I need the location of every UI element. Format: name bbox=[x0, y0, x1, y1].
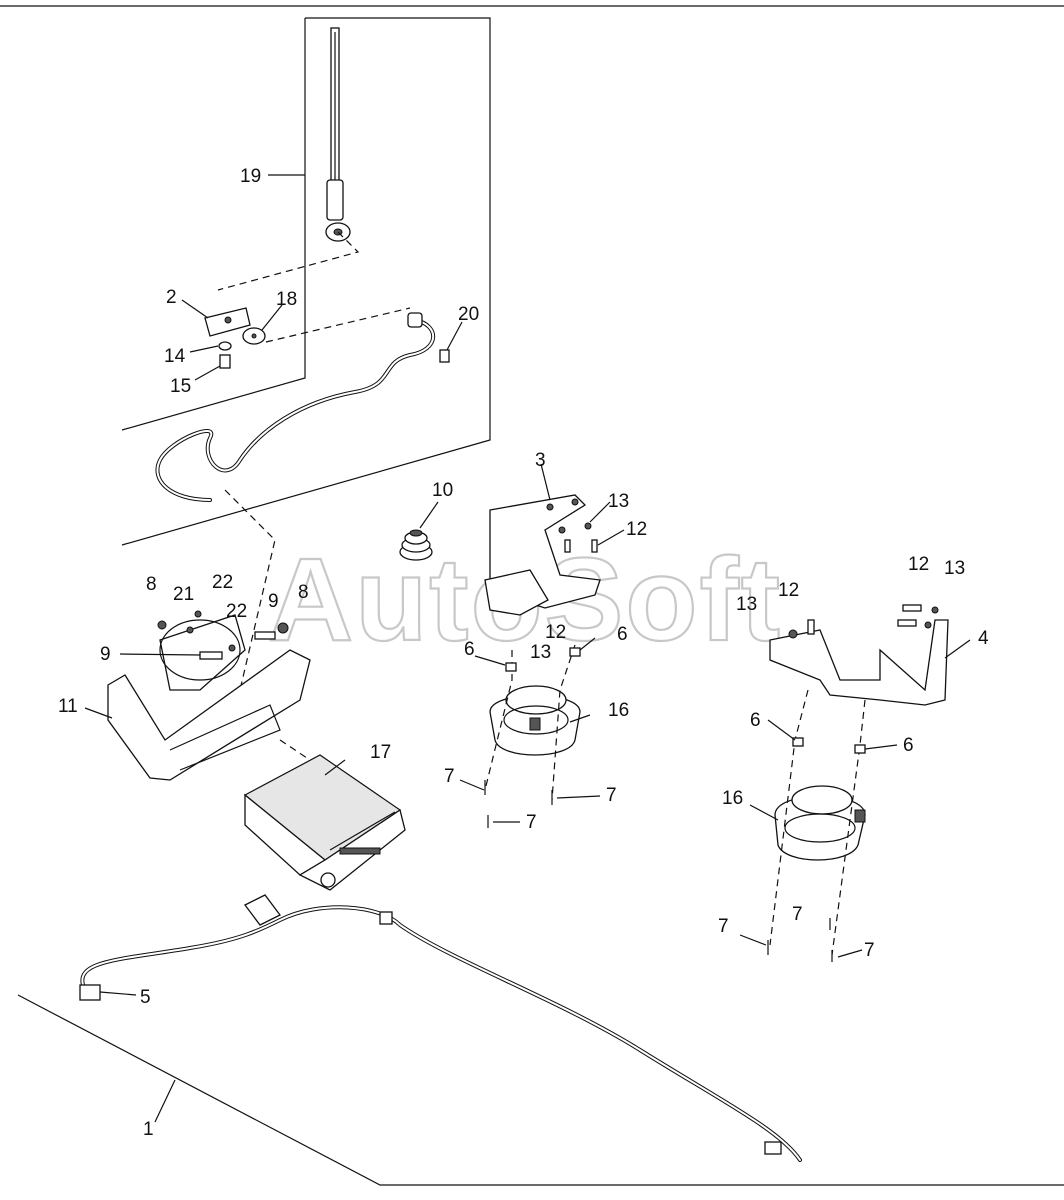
harness-connector bbox=[79, 984, 101, 1001]
wiring-harness bbox=[80, 905, 802, 1162]
leader-lines bbox=[84, 174, 971, 1123]
bolt bbox=[591, 539, 598, 553]
antenna-mast bbox=[325, 27, 351, 242]
bolt bbox=[254, 631, 276, 640]
callout-4: 4 bbox=[978, 628, 989, 649]
callout-7-c: 7 bbox=[526, 812, 537, 833]
callout-12-b: 12 bbox=[545, 622, 566, 643]
floor-line bbox=[17, 994, 1064, 1186]
speaker-right bbox=[774, 785, 866, 861]
callout-5: 5 bbox=[140, 987, 151, 1008]
callout-6-c: 6 bbox=[750, 710, 761, 731]
screw bbox=[186, 626, 194, 634]
callout-2: 2 bbox=[166, 287, 177, 308]
callout-9-b: 9 bbox=[268, 591, 279, 612]
harness-plug bbox=[244, 894, 281, 926]
speaker-left-dash-2 bbox=[551, 644, 576, 801]
cable-connector bbox=[407, 312, 423, 328]
harness-junction bbox=[379, 911, 393, 925]
callout-20: 20 bbox=[458, 304, 479, 325]
callout-6-d: 6 bbox=[903, 735, 914, 756]
callout-18: 18 bbox=[276, 289, 297, 310]
speaker-left-dash bbox=[484, 650, 513, 791]
screw bbox=[157, 620, 167, 630]
antenna-cable bbox=[155, 318, 436, 502]
antenna-dash-line bbox=[217, 231, 360, 291]
callout-14: 14 bbox=[164, 346, 186, 367]
bolt bbox=[807, 619, 815, 635]
callout-9-a: 9 bbox=[100, 644, 111, 665]
callout-21: 21 bbox=[173, 584, 194, 605]
callout-10: 10 bbox=[432, 480, 453, 501]
callout-6-a: 6 bbox=[464, 639, 475, 660]
callout-15: 15 bbox=[170, 376, 191, 397]
callout-12-a: 12 bbox=[626, 519, 647, 540]
bolt bbox=[219, 354, 231, 369]
screw bbox=[194, 610, 202, 618]
radio-dash-line bbox=[279, 739, 326, 771]
washer bbox=[218, 341, 232, 351]
callout-22-b: 22 bbox=[226, 601, 247, 622]
cable-route-dash bbox=[224, 489, 276, 691]
callout-11: 11 bbox=[58, 696, 78, 717]
callout-13-b: 13 bbox=[530, 642, 551, 663]
clip bbox=[854, 744, 866, 754]
inset-panel-outline bbox=[121, 17, 491, 546]
nut bbox=[931, 606, 939, 614]
screw bbox=[228, 644, 236, 652]
nut bbox=[924, 621, 932, 629]
radio-unit bbox=[243, 754, 406, 891]
callout-12-c: 12 bbox=[908, 554, 929, 575]
bolt bbox=[564, 539, 571, 553]
callout-13-a: 13 bbox=[608, 491, 629, 512]
callout-8-a: 8 bbox=[146, 574, 157, 595]
bolt bbox=[897, 619, 917, 627]
callout-22-a: 22 bbox=[212, 572, 233, 593]
callout-16-b: 16 bbox=[722, 788, 743, 809]
cable-clip bbox=[439, 349, 450, 363]
speaker-left bbox=[489, 685, 581, 756]
bolt bbox=[199, 651, 223, 660]
speaker-right-dash-2 bbox=[831, 699, 866, 956]
callout-7-e: 7 bbox=[792, 904, 803, 925]
callout-7-a: 7 bbox=[444, 766, 455, 787]
callout-12-d: 12 bbox=[778, 580, 799, 601]
callout-13-c: 13 bbox=[944, 558, 965, 579]
grommet bbox=[399, 529, 433, 561]
callout-6-b: 6 bbox=[617, 624, 628, 645]
callout-1: 1 bbox=[143, 1119, 154, 1140]
callout-16-a: 16 bbox=[608, 700, 629, 721]
callouts: 19 2 18 20 14 15 10 3 13 12 8 21 22 22 9… bbox=[58, 166, 989, 1140]
antenna-bracket bbox=[204, 307, 266, 345]
nut bbox=[584, 522, 592, 530]
clip bbox=[505, 662, 517, 672]
callout-7-d: 7 bbox=[718, 916, 729, 937]
callout-8-b: 8 bbox=[298, 582, 309, 603]
callout-19: 19 bbox=[240, 166, 261, 187]
nut bbox=[277, 622, 289, 634]
callout-17: 17 bbox=[370, 742, 391, 763]
speaker-bracket-left bbox=[484, 494, 601, 616]
inset-panel-left bbox=[121, 18, 306, 431]
callout-3: 3 bbox=[535, 450, 546, 471]
harness-end-connector bbox=[764, 1141, 782, 1155]
clip bbox=[792, 737, 804, 747]
speaker-bracket-right bbox=[769, 619, 949, 706]
callout-7-b: 7 bbox=[606, 785, 617, 806]
cable-dash-line bbox=[265, 307, 411, 343]
callout-7-f: 7 bbox=[864, 940, 875, 961]
callout-13-d: 13 bbox=[736, 594, 757, 615]
clip bbox=[569, 647, 581, 657]
bolt bbox=[902, 604, 922, 612]
